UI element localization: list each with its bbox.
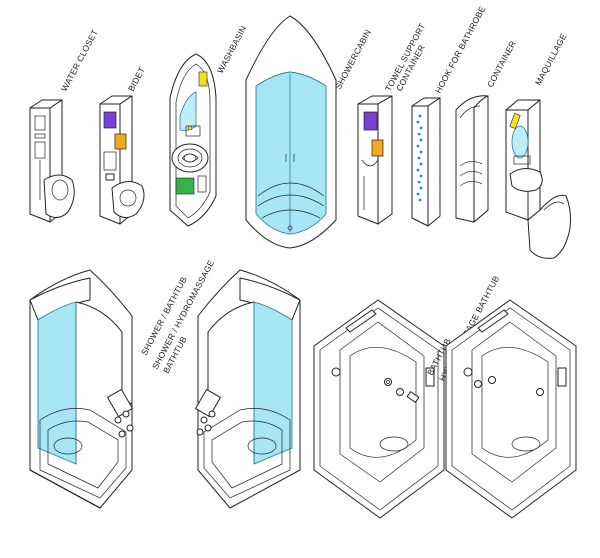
water-closet-unit xyxy=(29,99,75,223)
washbasin-label: WASHBASIN xyxy=(215,24,248,75)
bidet-label: BIDET xyxy=(126,65,147,93)
maquillage-unit xyxy=(505,99,571,259)
hook-for-bathrobe-unit xyxy=(411,97,441,227)
showercabin-unit xyxy=(245,15,337,249)
bidet-unit xyxy=(99,95,145,225)
hydromassage-bathtub-unit xyxy=(445,299,577,519)
blue-hook-dots xyxy=(416,114,423,202)
container-label: CONTAINER xyxy=(485,39,518,89)
container-unit xyxy=(455,95,489,223)
purple-container xyxy=(103,111,117,129)
towel-support-container-unit xyxy=(357,95,393,225)
bathtub-unit xyxy=(313,299,445,519)
maquillage-label: MAQUILLAGE xyxy=(533,32,569,87)
showercabin-label: SHOWERCABIN xyxy=(333,28,373,91)
washbasin-unit xyxy=(169,53,217,227)
washbasin-bowl xyxy=(171,143,209,173)
shower-hydromassage-bathtub-unit xyxy=(195,269,301,509)
green-container xyxy=(175,177,195,195)
water-closet-label: WATER CLOSET xyxy=(59,28,100,93)
yellow-container xyxy=(198,71,208,87)
shower-bathtub-unit xyxy=(29,269,134,509)
hook-for-bathrobe-label: HOOK FOR BATHROBE xyxy=(433,4,488,95)
orange-container xyxy=(114,133,127,150)
